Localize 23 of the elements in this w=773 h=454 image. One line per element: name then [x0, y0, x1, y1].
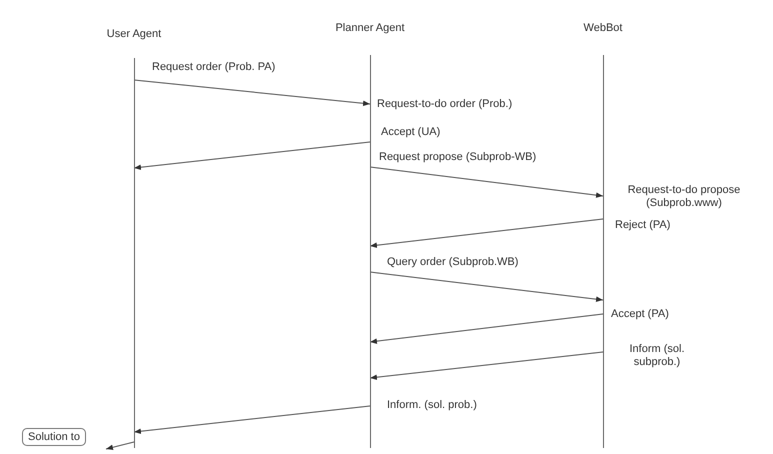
message-label: Request order (Prob. PA) — [152, 61, 276, 74]
message-arrow — [134, 80, 370, 106]
message-label: Reject (PA) — [615, 219, 670, 232]
lifeline-title: User Agent — [106, 28, 162, 40]
message-label: Query order (Subprob.WB) — [387, 256, 518, 269]
note-box: Solution to — [22, 428, 86, 446]
lifeline-title: WebBot — [582, 22, 624, 34]
message-label: Request propose (Subprob-WB) — [379, 151, 536, 164]
message-label: Request-to-do order (Prob.) — [377, 98, 512, 111]
message-arrow — [370, 166, 604, 198]
message-label: Request-to-do propose (Subprob.www) — [626, 184, 742, 210]
lifeline-title: Planner Agent — [334, 22, 406, 34]
message-arrow — [134, 142, 370, 170]
message-arrow — [106, 442, 134, 450]
message-label: Inform. (sol. prob.) — [387, 399, 477, 412]
message-arrow — [370, 218, 604, 248]
message-arrow — [134, 406, 370, 434]
message-arrow — [370, 352, 604, 380]
message-arrow — [370, 272, 604, 302]
message-label: Inform (sol. subprob.) — [628, 343, 686, 369]
message-arrow — [370, 314, 604, 344]
message-label: Accept (PA) — [611, 308, 669, 321]
message-label: Accept (UA) — [381, 126, 440, 139]
